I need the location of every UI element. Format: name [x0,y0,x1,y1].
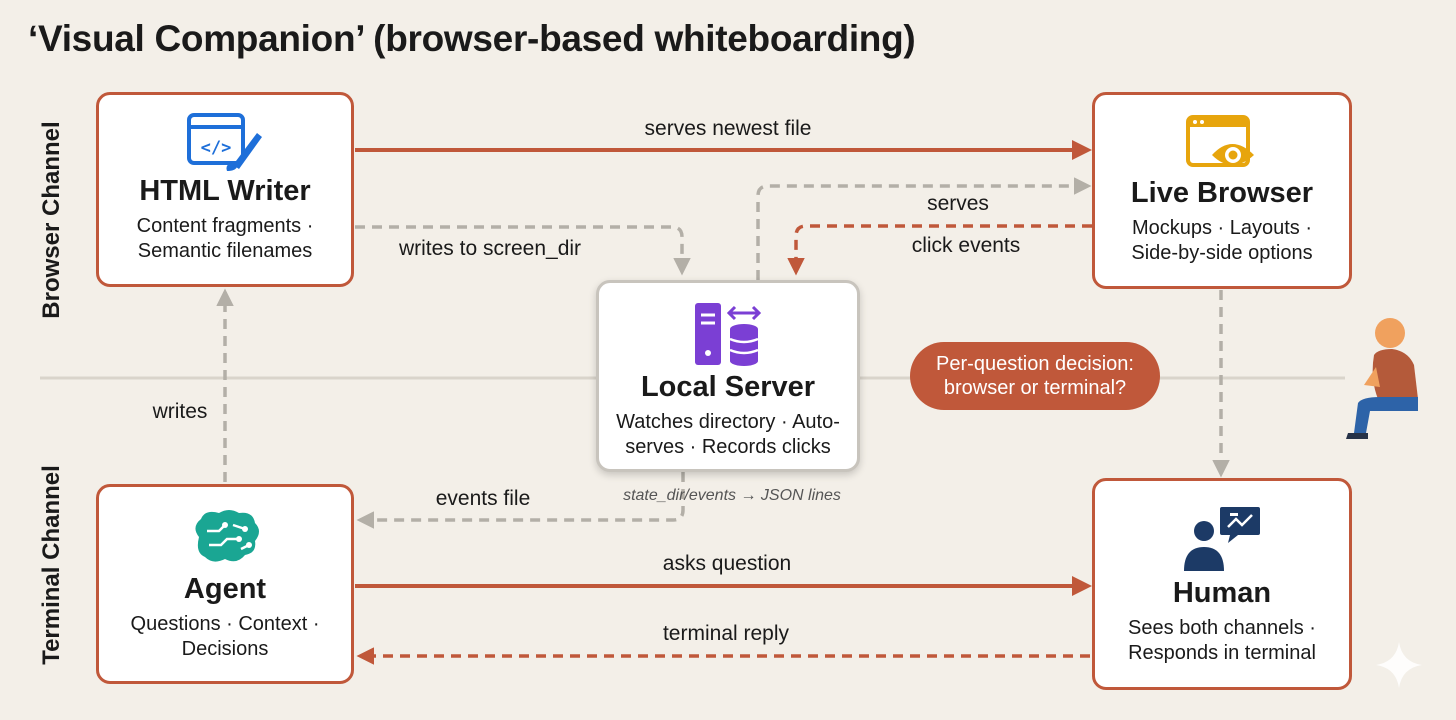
seated-person-icon [1346,318,1418,439]
node-local-server: Local Server Watches directory · Auto- s… [596,280,860,472]
label-serves-newest-file: serves newest file [644,117,812,140]
live-browser-title: Live Browser [1130,177,1314,209]
edge-writes-to-screen-dir [355,225,691,276]
label-click-events: click events [911,234,1021,257]
live-browser-desc-2: Side-by-side options [1131,242,1313,264]
agent-desc-2: Decisions [181,638,269,660]
html-writer-desc-1: Content fragments · [136,215,314,237]
sparkle-icon [1376,642,1422,688]
live-browser-desc-1: Mockups · Layouts · [1131,217,1313,239]
person-chat-icon [1184,507,1260,571]
local-server-desc-1: Watches directory · Auto- [616,411,840,433]
human-title: Human [1172,577,1272,609]
brain-icon [195,510,259,562]
node-html-writer: </> HTML Writer Content fragments · Sema… [96,92,354,287]
local-server-desc-2: serves · Records clicks [625,436,831,458]
svg-text:</>: </> [201,138,232,158]
node-human: Human Sees both channels · Responds in t… [1092,478,1352,690]
label-writes: writes [152,400,208,423]
edge-events-file [356,472,685,529]
decision-line-2: browser or terminal? [943,377,1127,399]
human-desc-1: Sees both channels · [1128,617,1316,639]
label-asks-question: asks question [662,552,792,575]
label-events-file: events file [435,487,531,510]
label-serves: serves [927,192,989,215]
edge-click-events [787,224,1092,276]
html-writer-title: HTML Writer [139,175,311,207]
label-state-dir-note: state_dir/events → JSON lines [623,487,841,504]
label-writes-to-screen-dir: writes to screen_dir [398,237,582,260]
node-agent: Agent Questions · Context · Decisions [96,484,354,684]
page-title: ‘Visual Companion’ (browser-based whiteb… [28,18,916,59]
decision-line-1: Per-question decision: [936,353,1134,375]
html-writer-desc-2: Semantic filenames [137,240,313,262]
code-window-brush-icon: </> [187,113,262,171]
human-desc-2: Responds in terminal [1128,642,1316,664]
decision-pill: Per-question decision: browser or termin… [910,342,1160,410]
server-database-icon [695,303,762,366]
local-server-title: Local Server [640,371,816,403]
browser-eye-icon [1186,115,1254,167]
label-terminal-reply: terminal reply [662,622,790,645]
agent-title: Agent [183,573,267,605]
agent-desc-1: Questions · Context · [130,613,320,635]
node-live-browser: Live Browser Mockups · Layouts · Side-by… [1092,92,1352,289]
edge-serves [756,177,1092,280]
